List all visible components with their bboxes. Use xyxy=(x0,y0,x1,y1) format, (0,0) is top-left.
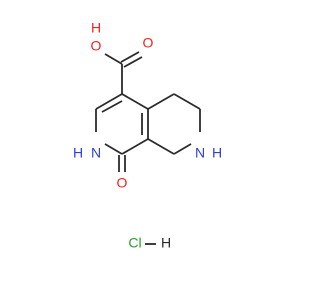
bond-layer xyxy=(95,51,201,245)
atom-o-hydroxyl: O xyxy=(91,38,102,54)
atom-n-amine: N xyxy=(195,145,205,161)
bond-cacid-o-double-a xyxy=(120,51,140,63)
bond-c8-c8a xyxy=(147,138,175,155)
atom-h-salt: H xyxy=(161,235,171,251)
bond-cacid-oh xyxy=(104,53,123,65)
structure-canvas: O H O H N O N H Cl H xyxy=(72,19,223,251)
bond-c1-n2 xyxy=(104,143,123,155)
atom-label-layer: O H O H N O N H Cl H xyxy=(73,20,222,251)
atom-h-amine: H xyxy=(212,145,222,161)
atom-h-ring-nh: H xyxy=(73,145,83,161)
bond-c3-c4-double xyxy=(101,100,123,113)
bond-n7-c8 xyxy=(173,143,192,155)
bond-c4a-c5 xyxy=(147,93,175,110)
atom-h-hydroxyl: H xyxy=(91,20,101,36)
molecule-drawing: O H O H N O N H Cl H xyxy=(73,20,222,251)
bond-c8a-c1 xyxy=(121,138,149,155)
bond-cacid-o-double-b xyxy=(123,56,143,68)
bond-c4-c4a xyxy=(121,93,149,110)
bond-c3-c4 xyxy=(95,93,123,110)
atom-o-ketone: O xyxy=(117,175,128,191)
atom-cl-salt: Cl xyxy=(128,235,141,251)
atom-n-ring-nh: N xyxy=(91,145,101,161)
atom-o-acid-carbonyl: O xyxy=(143,35,154,51)
bond-c5-c6 xyxy=(173,93,201,110)
